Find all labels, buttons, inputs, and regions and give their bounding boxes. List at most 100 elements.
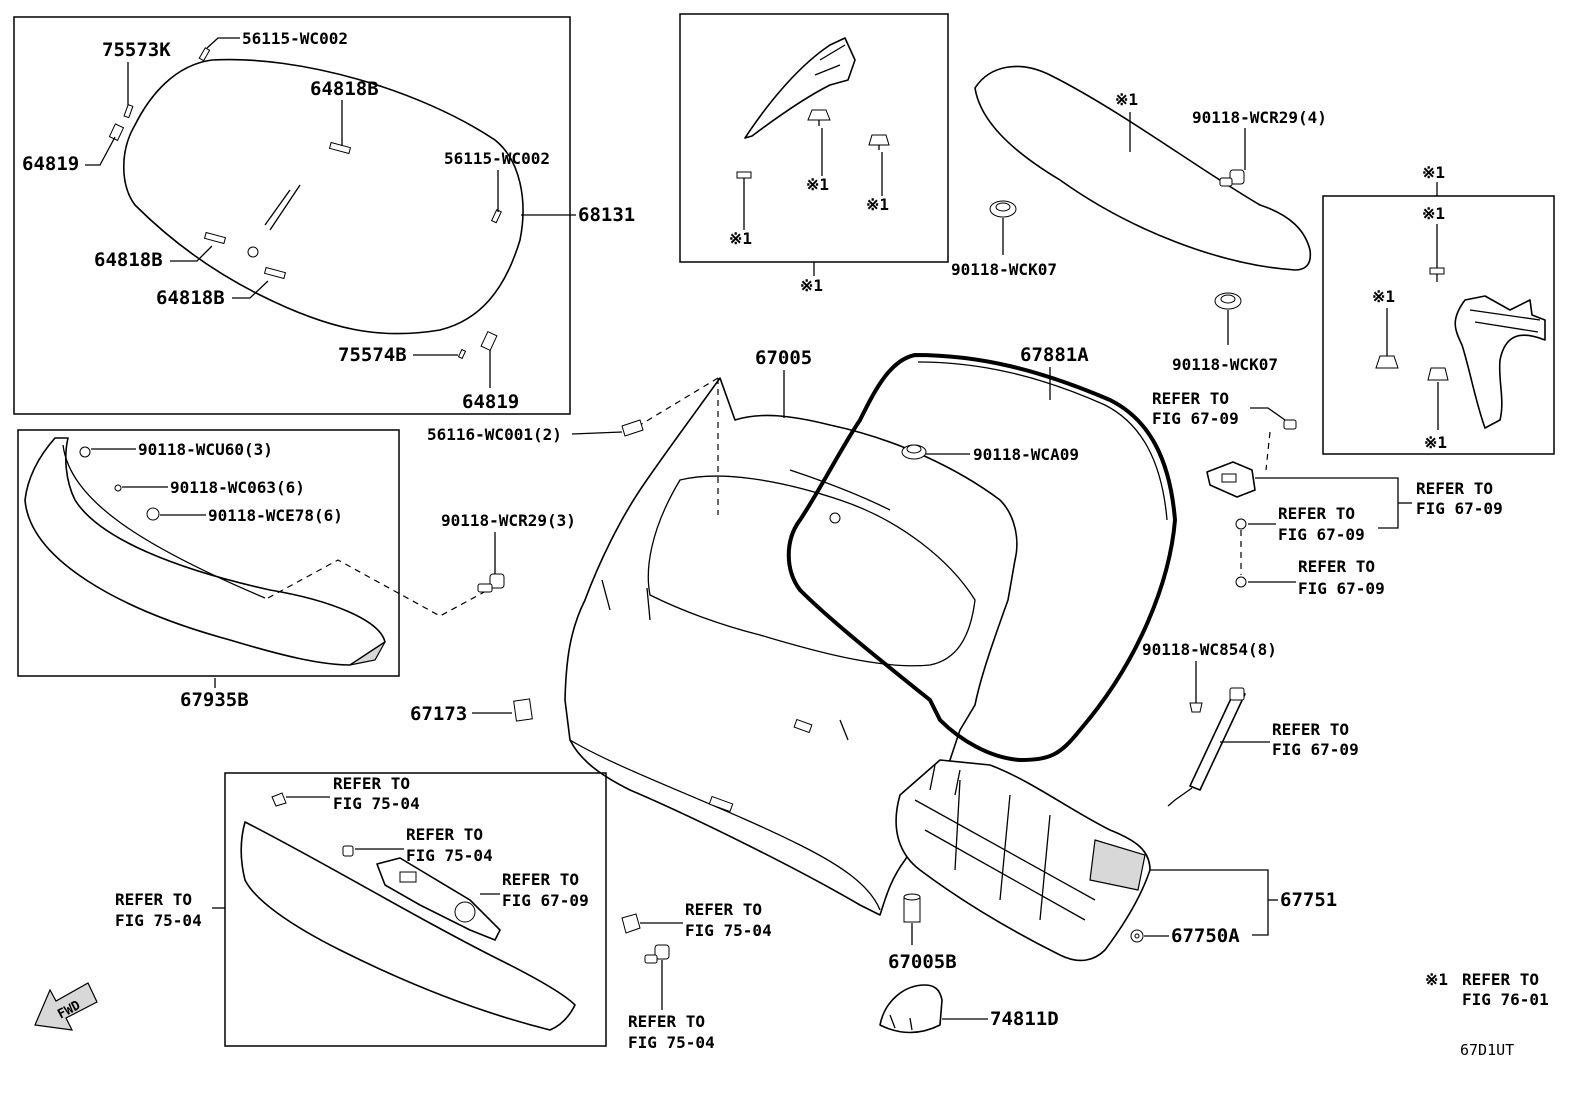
bolt-7504-e[interactable] [644, 944, 670, 964]
mark-right-a: ※1 [1422, 204, 1445, 223]
mark-mid-box: ※1 [800, 276, 823, 295]
label-56115-WC002-top: 56115-WC002 [242, 29, 348, 48]
spoiler-group-box [17, 429, 400, 677]
label-64819-bottom: 64819 [462, 391, 519, 413]
label-90118-WCK07-a: 90118-WCK07 [951, 260, 1057, 279]
refer-label-6709-b: REFER TO [1416, 479, 1493, 498]
label-64819-left: 64819 [22, 153, 79, 175]
footnote-mark: ※1 [1425, 970, 1448, 989]
fwd-arrow-icon: FWD [34, 982, 98, 1031]
cushion-67005B[interactable] [903, 893, 921, 923]
grommet-90118-WCK07-b[interactable] [1214, 292, 1242, 310]
refer-label-7504-e: REFER TO [628, 1012, 705, 1031]
right-garnish-box [1322, 195, 1555, 455]
clip-mid-3[interactable] [736, 171, 752, 188]
label-64818B-top: 64818B [310, 78, 379, 100]
refer-label-7504-b: REFER TO [406, 825, 483, 844]
mark-mid-b: ※1 [866, 195, 889, 214]
grommet-90118-WCA09[interactable] [901, 444, 927, 460]
refer-fig-7504-b: FIG 75-04 [406, 846, 493, 865]
label-75573K: 75573K [102, 39, 171, 61]
washer-hinge-2[interactable] [1235, 576, 1247, 588]
label-90118-WCK07-b: 90118-WCK07 [1172, 355, 1278, 374]
bolt-garnish[interactable] [342, 845, 354, 857]
hinge-bracket[interactable] [1206, 461, 1256, 498]
back-door-panel-67005[interactable] [564, 377, 1018, 916]
license-lamp-assembly[interactable] [376, 857, 501, 941]
label-90118-WCA09: 90118-WCA09 [973, 445, 1079, 464]
refer-label-6709-c: REFER TO [1278, 504, 1355, 523]
refer-fig-6709-e: FIG 67-09 [1272, 740, 1359, 759]
label-67751: 67751 [1280, 889, 1337, 911]
label-74811D: 74811D [990, 1008, 1059, 1030]
lower-garnish-box [224, 772, 607, 1047]
refer-label-6709-d: REFER TO [1298, 557, 1375, 576]
refer-fig-6709-d: FIG 67-09 [1298, 579, 1385, 598]
label-67935B: 67935B [180, 689, 249, 711]
back-door-trim-67751[interactable] [895, 759, 1151, 962]
pillar-garnish[interactable] [1454, 295, 1546, 429]
label-90118-WCU60: 90118-WCU60(3) [138, 440, 273, 459]
label-56116-WC001: 56116-WC001(2) [427, 425, 562, 444]
bolt-hinge-top[interactable] [1283, 419, 1297, 430]
refer-fig-7504-a: FIG 75-04 [333, 794, 420, 813]
footnote-line2: FIG 76-01 [1462, 990, 1549, 1009]
clip-7504-d[interactable] [621, 913, 641, 934]
refer-label-7504-d: REFER TO [685, 900, 762, 919]
clip-90118-WCU60[interactable] [79, 446, 91, 458]
bolt-90118-WC854[interactable] [1189, 702, 1203, 713]
mark-spoiler: ※1 [1115, 90, 1138, 109]
bolt-90118-WCE78[interactable] [146, 507, 160, 521]
washer-hinge-1[interactable] [1235, 518, 1247, 530]
mark-right-b: ※1 [1372, 287, 1395, 306]
refer-fig-7504-d: FIG 75-04 [685, 921, 772, 940]
upper-spoiler[interactable] [974, 65, 1312, 271]
clip-garnish-top[interactable] [271, 792, 287, 807]
mark-mid-c: ※1 [729, 229, 752, 248]
clip-67750A[interactable] [1130, 929, 1144, 943]
rear-spoiler-67935B[interactable] [24, 437, 386, 666]
label-64818B-left: 64818B [94, 249, 163, 271]
mark-right-c: ※1 [1424, 433, 1447, 452]
label-67173: 67173 [410, 703, 467, 725]
mid-bracket-box [679, 13, 949, 263]
label-67881A: 67881A [1020, 344, 1089, 366]
lower-garnish[interactable] [240, 821, 576, 1031]
label-90118-WC854: 90118-WC854(8) [1142, 640, 1277, 659]
bolt-90118-WCR29-lower[interactable] [477, 573, 505, 593]
label-90118-WCR29-3: 90118-WCR29(3) [441, 511, 576, 530]
upper-garnish-bracket[interactable] [744, 37, 856, 139]
clip-mid-2[interactable] [868, 134, 890, 150]
refer-fig-6709-a: FIG 67-09 [1152, 409, 1239, 428]
clip-90118-WC063[interactable] [114, 484, 122, 492]
label-67750A: 67750A [1171, 925, 1240, 947]
mark-right-box: ※1 [1422, 163, 1445, 182]
clip-right-2[interactable] [1375, 355, 1399, 369]
refer-label-6709-e: REFER TO [1272, 720, 1349, 739]
refer-label-7504-a: REFER TO [333, 774, 410, 793]
clip-56116-WC001[interactable] [621, 419, 644, 437]
diagram-code: 67D1UT [1460, 1041, 1514, 1059]
label-90118-WCR29-4: 90118-WCR29(4) [1192, 108, 1327, 127]
refer-label-7504-c: REFER TO [115, 890, 192, 909]
clip-right-1[interactable] [1429, 267, 1445, 282]
stay-damper[interactable] [1167, 687, 1246, 807]
refer-fig-6709-c: FIG 67-09 [1278, 525, 1365, 544]
clip-mid-1[interactable] [807, 109, 831, 126]
refer-fig-6709-b: FIG 67-09 [1416, 499, 1503, 518]
clip-right-3[interactable] [1427, 367, 1449, 381]
cover-74811D[interactable] [879, 984, 943, 1034]
grommet-90118-WCK07-a[interactable] [989, 200, 1017, 218]
back-window-glass[interactable] [108, 47, 524, 360]
footnote-line1: REFER TO [1462, 970, 1539, 989]
label-56115-WC002-right: 56115-WC002 [444, 149, 550, 168]
mark-mid-a: ※1 [806, 175, 829, 194]
label-64818B-bottom: 64818B [156, 287, 225, 309]
weatherstrip-67881A[interactable] [786, 353, 1177, 762]
label-75574B: 75574B [338, 344, 407, 366]
bolt-90118-WCR29-upper[interactable] [1219, 169, 1245, 187]
label-90118-WC063: 90118-WC063(6) [170, 478, 305, 497]
pad-67173[interactable] [513, 698, 533, 722]
